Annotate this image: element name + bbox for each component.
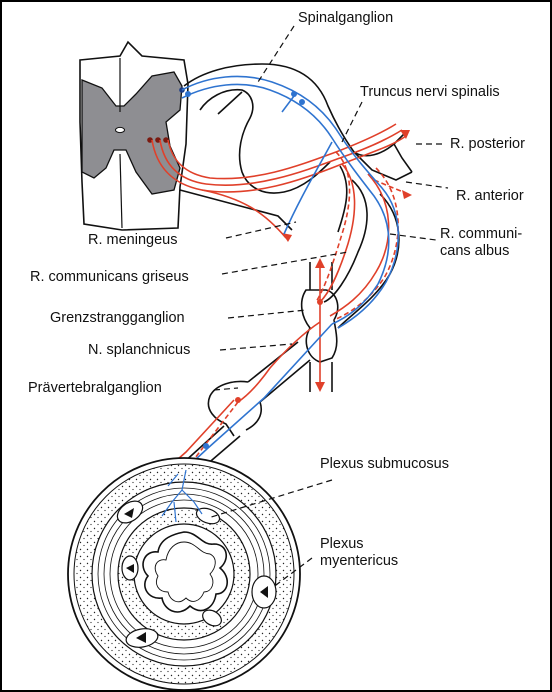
label-spinalganglion: Spinalganglion — [298, 10, 394, 26]
afferent-markers — [185, 91, 305, 449]
label-r-meningeus: R. meningeus — [88, 232, 178, 248]
label-r-communicans-albus-line2: cans albus — [440, 243, 510, 259]
efferent-arrowheads — [235, 130, 412, 403]
splanchnic-nerve — [181, 341, 311, 473]
label-plexus-submucosus: Plexus submucosus — [320, 456, 449, 472]
plexus-branches — [161, 469, 203, 523]
leader-lines — [207, 25, 449, 589]
ganglion-cells — [124, 508, 268, 643]
spinal-nerve-outline — [179, 63, 413, 329]
label-n-splanchnicus: N. splanchnicus — [88, 342, 191, 358]
label-r-posterior: R. posterior — [450, 136, 525, 152]
spinal-cord — [79, 40, 189, 231]
label-r-communicans-griseus: R. communicans griseus — [30, 269, 189, 285]
efferent-fibers — [127, 123, 409, 553]
label-plexus-myentericus-line2: myentericus — [320, 553, 399, 569]
label-r-communicans-albus-line1: R. communi- — [440, 226, 523, 242]
label-truncus-nervi-spinalis: Truncus nervi spinalis — [360, 84, 500, 100]
label-r-anterior: R. anterior — [456, 188, 524, 204]
label-grenzstrangganglion: Grenzstrangganglion — [50, 310, 185, 326]
label-praevertebralganglion: Prävertebralganglion — [28, 380, 162, 396]
label-plexus-myentericus-line1: Plexus — [320, 536, 364, 552]
central-canal — [115, 126, 125, 134]
